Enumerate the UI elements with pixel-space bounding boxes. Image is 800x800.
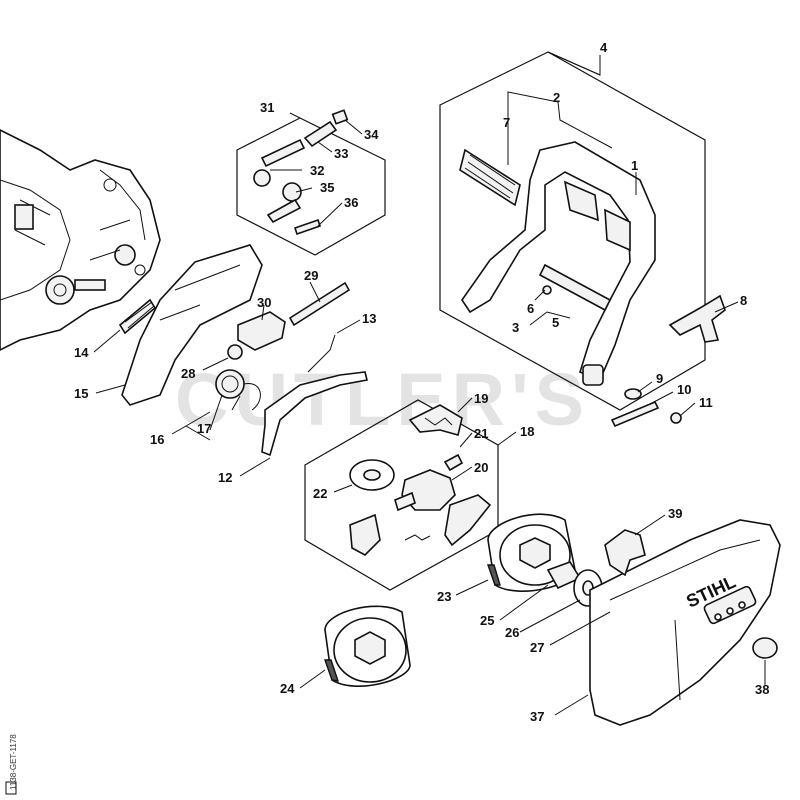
- callout-35: 35: [320, 180, 334, 195]
- callout-32: 32: [310, 163, 324, 178]
- callout-15: 15: [74, 386, 88, 401]
- callout-37: 37: [530, 709, 544, 724]
- watermark-text: CUTLER'S: [175, 358, 590, 441]
- callout-30: 30: [257, 295, 271, 310]
- part-10-link: [610, 400, 660, 428]
- callout-6: 6: [527, 301, 534, 316]
- callout-25: 25: [480, 613, 494, 628]
- oil-pump-parts: [253, 109, 349, 236]
- engine-housing: [0, 129, 161, 351]
- callout-21: 21: [474, 426, 488, 441]
- group-box-4: [439, 51, 706, 411]
- callout-31: 31: [260, 100, 274, 115]
- callout-24: 24: [280, 681, 295, 696]
- callout-14: 14: [74, 345, 89, 360]
- part-9-washer: [624, 388, 642, 400]
- callout-38: 38: [755, 682, 769, 697]
- part-8-bracket: [668, 294, 726, 343]
- callout-34: 34: [364, 127, 379, 142]
- callout-4: 4: [600, 40, 608, 55]
- part-14-spring: [118, 298, 157, 335]
- callout-2: 2: [553, 90, 560, 105]
- callout-28: 28: [181, 366, 195, 381]
- callout-5: 5: [552, 315, 559, 330]
- callout-36: 36: [344, 195, 358, 210]
- part-13-rod: [307, 334, 336, 373]
- callout-18: 18: [520, 424, 534, 439]
- callout-20: 20: [474, 460, 488, 475]
- callout-13: 13: [362, 311, 376, 326]
- callout-3: 3: [512, 320, 519, 335]
- part-28-pin: [227, 344, 243, 360]
- part-15-brake-plate: [121, 244, 263, 406]
- part-37-sprocket-cover: STIHL: [589, 519, 781, 726]
- callout-39: 39: [668, 506, 682, 521]
- callout-33: 33: [334, 146, 348, 161]
- callout-labels: 4 2 7 1 31 34 33 32 35 36 8 6 3 5 9 10 1…: [74, 40, 769, 724]
- leader-lines: [93, 51, 766, 716]
- clutch-parts: [349, 404, 492, 556]
- part-39-tensioner: [604, 529, 646, 577]
- callout-11: 11: [699, 395, 713, 410]
- callout-22: 22: [313, 486, 327, 501]
- part-38-nut: [752, 637, 778, 659]
- callout-16: 16: [150, 432, 164, 447]
- part-24-clutch-drum: [324, 605, 411, 688]
- drawing-code-box: [5, 781, 17, 795]
- part-30-lever: [237, 311, 286, 351]
- callout-8: 8: [740, 293, 747, 308]
- drawing-code: 1138-GET-1178: [9, 734, 18, 790]
- callout-10: 10: [677, 382, 691, 397]
- callout-29: 29: [304, 268, 318, 283]
- callout-19: 19: [474, 391, 488, 406]
- callout-12: 12: [218, 470, 232, 485]
- callout-17: 17: [197, 421, 211, 436]
- handguard: [459, 141, 656, 386]
- part-12-brake-band: [261, 371, 368, 457]
- callout-27: 27: [530, 640, 544, 655]
- callout-1: 1: [631, 158, 638, 173]
- callout-9: 9: [656, 371, 663, 386]
- callout-26: 26: [505, 625, 519, 640]
- part-11-nut: [670, 412, 682, 424]
- callout-7: 7: [503, 115, 510, 130]
- part-29-rod: [288, 281, 351, 327]
- part-17-spring: [215, 369, 245, 399]
- callout-23: 23: [437, 589, 451, 604]
